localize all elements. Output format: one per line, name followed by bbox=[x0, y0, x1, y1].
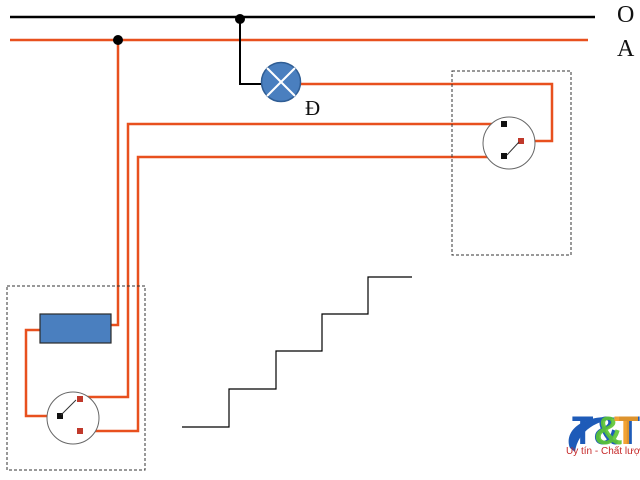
lamp-symbol bbox=[260, 61, 302, 103]
left-switch-terminal-upper bbox=[77, 396, 83, 402]
left-switch-body bbox=[46, 391, 100, 445]
fuse-block bbox=[39, 313, 112, 344]
right-two-way-switch bbox=[482, 116, 536, 170]
logo-letters: T&T bbox=[572, 409, 640, 453]
phase-junction bbox=[113, 35, 123, 45]
logo-second-t: T bbox=[614, 409, 638, 453]
right-switch-box bbox=[451, 70, 572, 256]
left-two-way-switch bbox=[46, 391, 100, 445]
left-switch-terminal-common bbox=[57, 413, 63, 419]
lamp-label: Đ bbox=[305, 96, 321, 120]
right-switch-body bbox=[482, 116, 536, 170]
tt-logo: T&T & T bbox=[568, 409, 640, 453]
traveler-wire-upper bbox=[80, 122, 504, 399]
left-switch-blade bbox=[60, 399, 77, 416]
phase-drop-to-fuse bbox=[110, 40, 120, 327]
right-switch-terminal-common bbox=[518, 138, 524, 144]
right-switch-blade bbox=[506, 141, 520, 156]
phase-label: A bbox=[617, 36, 635, 62]
traveler-wire-lower bbox=[80, 155, 504, 433]
lamp-to-right-switch-wire bbox=[300, 82, 554, 143]
fuse-to-left-switch-wire bbox=[24, 328, 60, 418]
neutral-junction bbox=[235, 14, 245, 24]
right-switch-terminal-upper bbox=[501, 121, 507, 127]
neutral-label: O bbox=[617, 2, 635, 28]
left-switch-terminal-lower bbox=[77, 428, 83, 434]
lamp-cross-2 bbox=[266, 67, 296, 97]
staircase bbox=[182, 276, 412, 428]
logo-tagline: Uy tín - Chất lượ bbox=[566, 446, 640, 457]
logo-swoosh bbox=[568, 417, 618, 452]
right-switch-terminal-lower bbox=[501, 153, 507, 159]
logo-ampersand: & bbox=[594, 409, 623, 453]
left-switch-box bbox=[6, 285, 146, 471]
neutral-drop-to-lamp bbox=[239, 17, 262, 85]
